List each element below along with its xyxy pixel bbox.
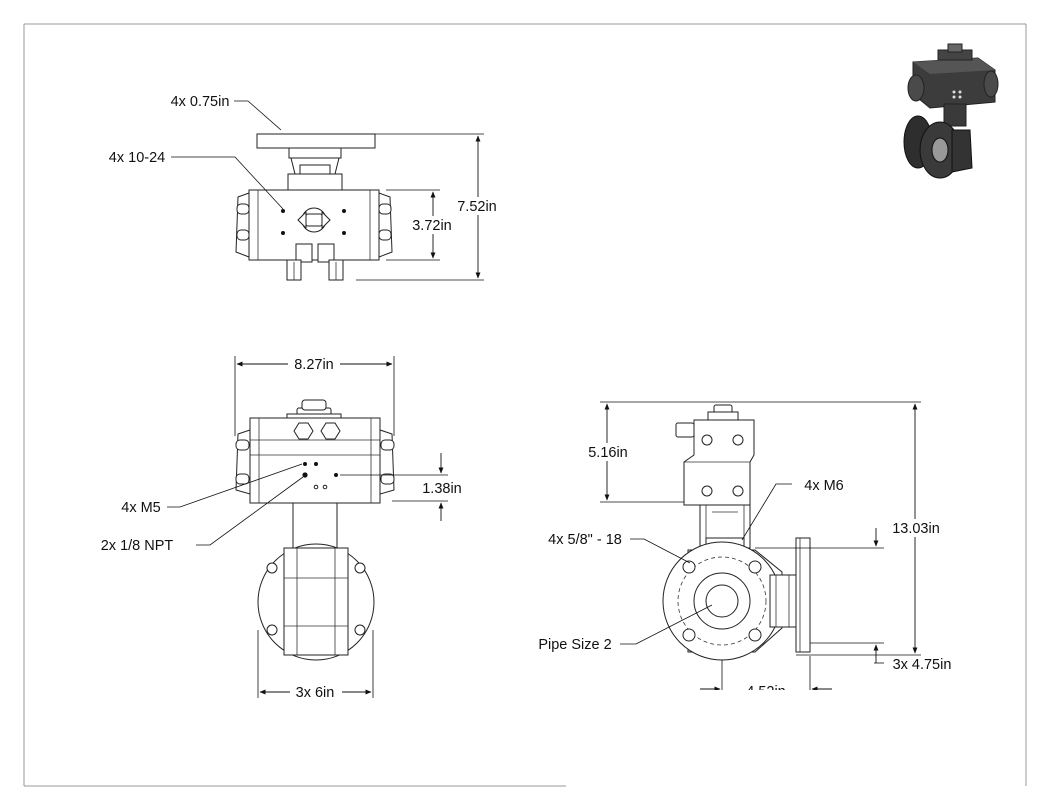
dim-face-clip-mask [600, 690, 900, 704]
sheet-border [23, 23, 1027, 787]
dim-pipe-size-label: Pipe Size 2 [538, 637, 611, 653]
dim-holes-top-label: 4x 0.75in [171, 94, 230, 110]
dim-holes-thread-label: 4x 10-24 [109, 150, 165, 166]
dim-bracket-bolts-label: 4x M6 [804, 478, 844, 494]
dim-height-actuator-label: 3.72in [412, 218, 452, 234]
dim-port-spacing-label: 1.38in [422, 481, 462, 497]
front-view [235, 399, 395, 661]
isometric-thumbnail [903, 43, 999, 179]
dim-npt-label: 2x 1/8 NPT [101, 538, 174, 554]
front-view-dimensions [167, 355, 448, 702]
side-view-dimensions [582, 401, 944, 696]
dim-overall-height-label: 13.03in [892, 521, 940, 537]
dim-flange-bolts-label: 4x 5/8" - 18 [548, 532, 622, 548]
top-view-dimensions [171, 100, 502, 281]
dim-flange-offset-label: 3x 4.75in [893, 657, 952, 673]
dim-flange-label: 3x 6in [296, 685, 335, 701]
dim-bracket-height-label: 5.16in [588, 445, 628, 461]
side-view [662, 404, 811, 661]
top-view [235, 133, 393, 281]
dim-width-label: 8.27in [294, 357, 334, 373]
dim-height-overall-label: 7.52in [457, 199, 497, 215]
dim-ports-m5-label: 4x M5 [121, 500, 161, 516]
